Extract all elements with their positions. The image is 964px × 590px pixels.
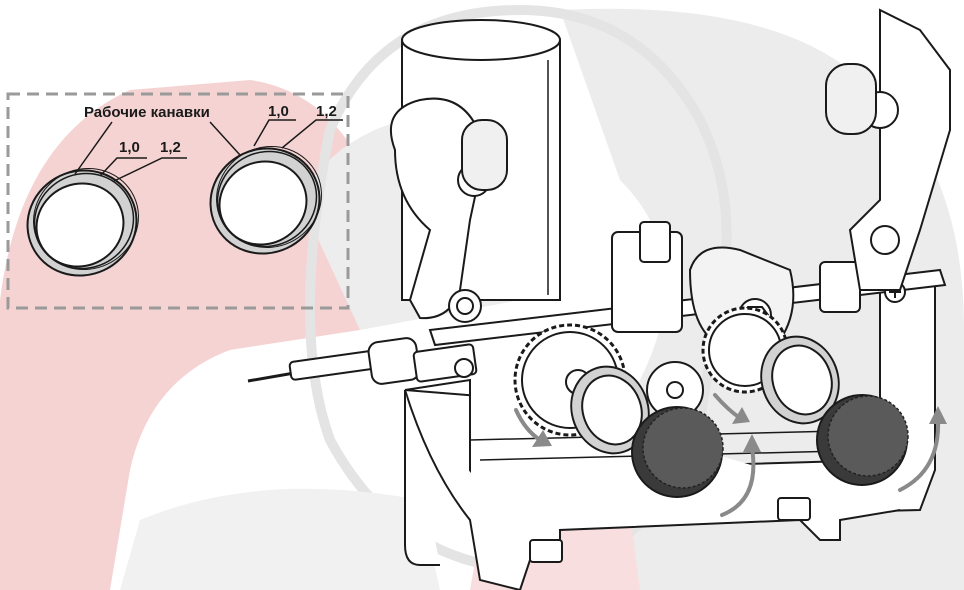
arrow-install-left	[514, 408, 542, 442]
callout-roller-left	[26, 167, 139, 277]
feed-roller-right	[760, 335, 840, 425]
left-roller-groove-10-label: 1,0	[119, 139, 140, 156]
right-roller-groove-12-label: 1,2	[316, 103, 337, 120]
left-upper-gear	[461, 119, 508, 191]
arrow-rotate-right-head	[929, 406, 947, 424]
arrow-install-left-head	[532, 430, 552, 447]
arrow-rotate-left-head	[743, 434, 761, 452]
knob-right	[816, 394, 909, 486]
base-nut-left	[529, 539, 563, 563]
callout-dashed-frame	[6, 92, 350, 310]
leader-right-10	[253, 119, 296, 147]
rotation-arrows	[514, 393, 947, 517]
callout-title: Рабочие канавки	[84, 104, 210, 121]
left-post-assembly	[390, 19, 561, 323]
wire-inlet	[247, 337, 478, 385]
leader-title-right	[209, 121, 241, 156]
callout-roller-right	[209, 145, 322, 255]
inlet-knurled-nut	[367, 337, 421, 385]
right-shaft-block	[819, 261, 861, 313]
arrow-rotate-right	[898, 418, 941, 492]
leader-left-10	[99, 157, 147, 177]
leader-right-12	[281, 119, 343, 149]
watermark-gray-bottom	[120, 488, 440, 590]
right-upper-gear	[825, 63, 877, 135]
knob-left	[631, 406, 724, 498]
leader-left-12	[113, 157, 187, 182]
leader-title-left	[74, 121, 113, 175]
right-arm-lower-pivot	[870, 225, 900, 255]
callout-leader-lines	[74, 119, 343, 182]
arrow-rotate-left	[720, 446, 756, 517]
feed-roller-left	[570, 365, 650, 455]
arrow-install-right-head	[732, 407, 750, 424]
right-pressure-arm	[825, 8, 951, 291]
base-nut-right	[777, 497, 811, 521]
watermark-red-lower	[0, 447, 130, 590]
left-roller-groove-12-label: 1,2	[160, 139, 181, 156]
right-roller-groove-10-label: 1,0	[268, 103, 289, 120]
